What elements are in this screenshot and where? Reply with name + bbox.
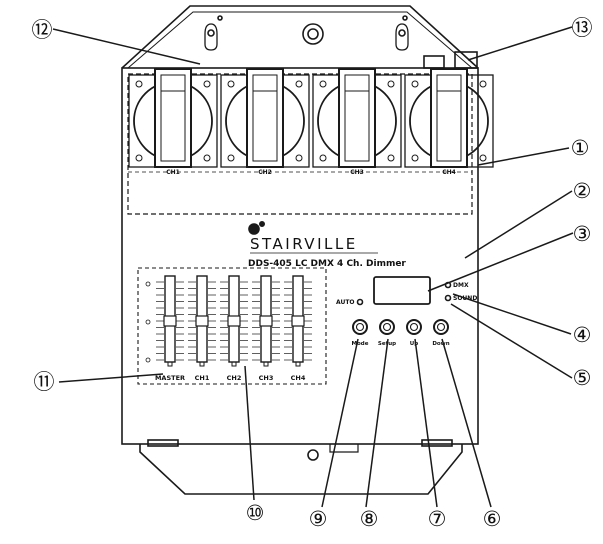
callout-3: ③ — [573, 222, 592, 246]
callout-lines — [52, 26, 574, 508]
led-display — [373, 276, 431, 305]
fader-ch2[interactable]: CH2 — [220, 275, 248, 382]
fader-panel — [137, 267, 327, 385]
fader-group: MASTER CH1 CH2 CH3 CH4 — [145, 275, 312, 382]
model-text: DDS-405 LC DMX 4 Ch. Dimmer — [248, 259, 406, 269]
button-up[interactable]: Up — [406, 319, 422, 347]
socket-lid-3 — [338, 68, 376, 168]
button-down[interactable]: Down — [432, 319, 450, 347]
socket-label-1: CH1 — [166, 169, 180, 176]
fader-label: CH4 — [291, 374, 306, 382]
fader-label: CH1 — [195, 374, 210, 382]
callout-5: ⑤ — [573, 366, 592, 390]
socket-label-3: CH3 — [350, 169, 364, 176]
callout-8: ⑧ — [360, 507, 379, 531]
fader-knob[interactable] — [163, 315, 177, 327]
socket-4: CH4 — [404, 68, 494, 176]
callout-6: ⑥ — [483, 507, 502, 531]
callout-2: ② — [573, 179, 592, 203]
callout-9: ⑨ — [309, 507, 328, 531]
fader-label: MASTER — [155, 374, 185, 382]
fader-knob[interactable] — [259, 315, 273, 327]
socket-lid-2 — [246, 68, 284, 168]
callout-13: ⑬ — [572, 16, 593, 40]
socket-lid-1 — [154, 68, 192, 168]
callout-11: ⑪ — [34, 370, 55, 394]
fader-knob[interactable] — [195, 315, 209, 327]
socket-group: CH1 CH2 CH3 CH4 — [128, 68, 494, 176]
fader-ch4[interactable]: CH4 — [284, 275, 312, 382]
brand-text: STAIRVILLE — [250, 235, 358, 253]
sound-led — [444, 294, 452, 302]
dmx-label: DMX — [453, 282, 469, 289]
mounting-bracket — [121, 5, 479, 69]
auto-label: AUTO — [336, 299, 355, 306]
fader-ch1[interactable]: CH1 — [188, 275, 216, 382]
button-mode[interactable]: Mode — [352, 319, 369, 347]
button-label: Down — [432, 341, 449, 347]
callout-1: ① — [571, 136, 590, 160]
socket-panel — [127, 73, 473, 215]
socket-label-2: CH2 — [258, 169, 272, 176]
fader-knob[interactable] — [227, 315, 241, 327]
fader-master[interactable]: MASTER — [155, 275, 185, 382]
fader-label: CH3 — [259, 374, 274, 382]
socket-lid-4 — [430, 68, 468, 168]
button-label: Up — [410, 341, 418, 347]
socket-3: CH3 — [312, 68, 402, 176]
button-label: Mode — [352, 341, 369, 347]
auto-led — [356, 298, 364, 306]
fader-knob[interactable] — [291, 315, 305, 327]
fader-ch3[interactable]: CH3 — [252, 275, 280, 382]
callout-12: ⑫ — [32, 18, 53, 42]
socket-1: CH1 — [128, 68, 218, 176]
bottom-bracket — [139, 439, 463, 495]
callout-numbers: ⑫ ⑬ ① ② ③ ④ ⑤ ⑪ ⑩ ⑨ ⑧ ⑦ ⑥ — [32, 16, 593, 531]
socket-2: CH2 — [220, 68, 310, 176]
socket-label-4: CH4 — [442, 169, 456, 176]
callout-7: ⑦ — [428, 507, 447, 531]
stairville-logo: STAIRVILLE — [248, 221, 378, 254]
fader-label: CH2 — [227, 374, 242, 382]
housing — [121, 67, 479, 445]
callout-10: ⑩ — [246, 501, 265, 525]
callout-4: ④ — [573, 323, 592, 347]
